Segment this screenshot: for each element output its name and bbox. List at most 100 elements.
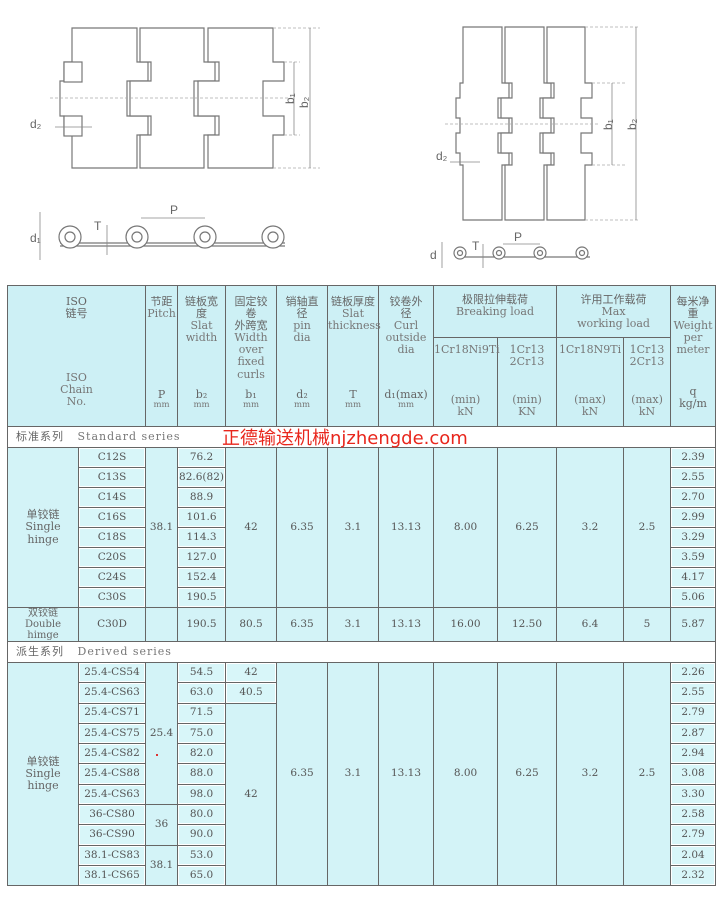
header-breaking-sub-2: 1Cr13 2Cr13(min)KN — [497, 337, 558, 427]
multi-hinge-top-view: b₁ b₂ d₂ — [436, 26, 640, 221]
section-derived-series: 派生系列 Derived series — [6, 641, 717, 663]
working-load-2: 2.5 — [623, 447, 672, 608]
working-load-1: 3.2 — [556, 661, 625, 887]
weight: 2.04 — [670, 844, 717, 866]
weight: 4.17 — [670, 567, 717, 588]
slat-width: 98.0 — [177, 783, 227, 806]
single-hinge-top-view: b₁ b₂ d₂ — [30, 27, 320, 169]
slat-width: 101.6 — [177, 507, 227, 528]
weight: 3.30 — [670, 783, 717, 806]
chain-no: C30S — [77, 587, 147, 608]
table-row: 单铰链 Single hinge 25.4-CS54 25.4 54.5 42 … — [7, 661, 717, 887]
weight: 5.06 — [670, 587, 717, 608]
slat-width: 76.2 — [177, 447, 227, 468]
label-d-right: d — [430, 248, 437, 262]
weight: 5.87 — [670, 607, 717, 642]
label-P-right: P — [514, 230, 522, 244]
pin-dia: 6.35 — [276, 661, 329, 887]
label-b2: b₂ — [297, 96, 311, 108]
slat-width: 75.0 — [177, 722, 227, 745]
breaking-load-2: 12.50 — [497, 607, 558, 642]
chain-no: C13S — [77, 467, 147, 488]
chain-no: 25.4-CS71 — [77, 702, 147, 724]
table-row: 单铰链 Single hinge C12S 38.1 76.2 42 6.35 … — [7, 447, 717, 608]
thickness: 3.1 — [327, 447, 380, 608]
header-working-sub-1: 1Cr18N9Ti(max)kN — [556, 337, 625, 427]
weight: 2.70 — [670, 487, 717, 508]
group-label: 双铰链 Double himge — [7, 607, 79, 642]
weight: 3.59 — [670, 547, 717, 568]
chain-no: C14S — [77, 487, 147, 508]
curl-width: 42 — [225, 447, 278, 608]
table-row: C30S 190.5 5.06 — [8, 587, 717, 608]
curl-dia: 13.13 — [378, 447, 435, 608]
weight: 3.08 — [670, 763, 717, 785]
chain-no: C16S — [77, 507, 147, 528]
working-load-1: 3.2 — [556, 447, 625, 608]
label-d2: d₂ — [30, 117, 42, 131]
header-working-sub-2: 1Cr13 2Cr13(max)kN — [623, 337, 672, 427]
weight: 2.94 — [670, 743, 717, 765]
pin-dia: 6.35 — [276, 607, 329, 642]
curl-width: 42 — [225, 661, 278, 684]
chain-no: C20S — [77, 547, 147, 568]
breaking-load-1: 16.00 — [433, 607, 499, 642]
curl-dia: 13.13 — [378, 607, 435, 642]
table-row: 25.4-CS63 98.0 3.30 — [8, 783, 717, 806]
slat-width: 88.0 — [177, 763, 227, 785]
weight: 3.29 — [670, 527, 717, 548]
pitch: 38.1 — [145, 447, 179, 608]
weight: 2.26 — [670, 661, 717, 684]
weight: 2.79 — [670, 702, 717, 724]
chain-no: C18S — [77, 527, 147, 548]
working-load-2: 2.5 — [623, 661, 672, 887]
chain-no: C12S — [77, 447, 147, 468]
slat-width: 90.0 — [177, 824, 227, 846]
chain-drawings: b₁ b₂ d₂ d₁ T P — [0, 0, 722, 280]
label-d2-right: d₂ — [436, 149, 448, 163]
breaking-load-2: 6.25 — [497, 661, 558, 887]
watermark: 正德输送机械njzhengde.com — [222, 428, 468, 449]
chain-no: 25.4-CS75 — [77, 722, 147, 745]
slat-width: 63.0 — [177, 682, 227, 704]
curl-width: 80.5 — [225, 607, 278, 642]
curl-dia: 13.13 — [378, 661, 435, 887]
table-row: C16S 101.6 2.99 — [8, 507, 717, 528]
chain-no: 36-CS80 — [77, 804, 147, 826]
slat-width: 71.5 — [177, 702, 227, 724]
group-label: 单铰链 Single hinge — [7, 447, 79, 608]
slat-width: 190.5 — [177, 587, 227, 608]
table-row-double-hinge: 双铰链 Double himge C30D 190.5 80.5 6.35 3.… — [7, 607, 717, 642]
slat-width: 152.4 — [177, 567, 227, 588]
slat-width: 53.0 — [177, 844, 227, 866]
chain-no: 25.4-CS63 — [77, 783, 147, 806]
weight: 2.55 — [670, 682, 717, 704]
weight: 2.99 — [670, 507, 717, 528]
label-b1-right: b₁ — [601, 119, 615, 130]
working-load-2: 5 — [623, 607, 672, 642]
breaking-load-1: 8.00 — [433, 447, 499, 608]
slat-width: 54.5 — [177, 661, 227, 684]
weight: 2.55 — [670, 467, 717, 488]
pitch: 36 — [145, 804, 179, 846]
